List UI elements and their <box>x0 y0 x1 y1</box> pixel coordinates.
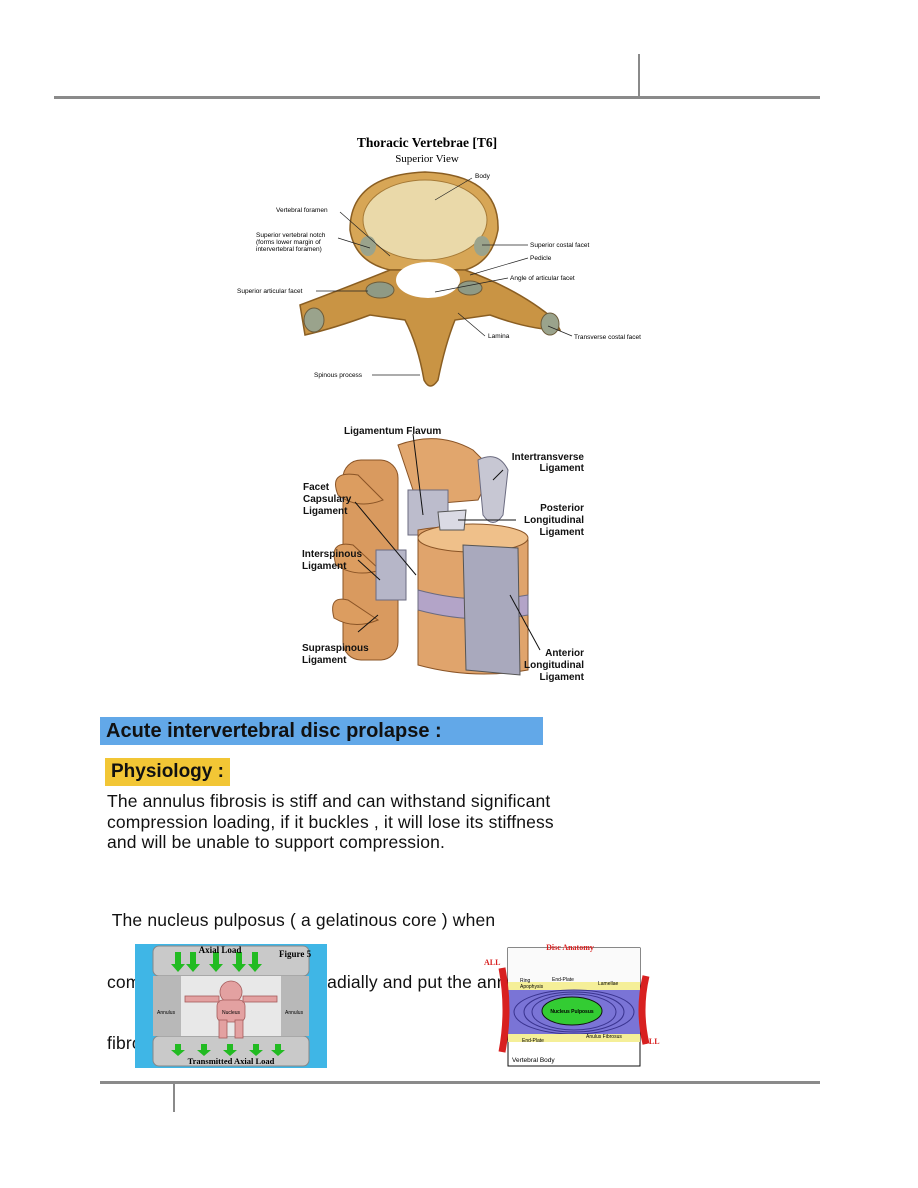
label-anterior-1: Anterior <box>545 648 584 659</box>
label-superior-notch-3: intervertebral foramen) <box>256 246 322 253</box>
label-interspinous-2: Ligament <box>302 561 347 572</box>
label-transverse-costal-facet: Transverse costal facet <box>574 334 641 341</box>
label-supraspinous-2: Ligament <box>302 655 347 666</box>
label-ligamentum-flavum: Ligamentum Flavum <box>344 426 441 437</box>
all-label: ALL <box>484 958 500 967</box>
label-posterior-1: Posterior <box>540 503 584 514</box>
annulus-left-label: Annulus <box>157 1010 176 1016</box>
vertebral-body-label: Vertebral Body <box>512 1057 555 1064</box>
endplate-bottom-label: End-Plate <box>522 1038 544 1044</box>
paragraph-annulus-line: The annulus fibrosis is stiff and can wi… <box>107 791 551 811</box>
header-divider <box>638 54 640 98</box>
section-heading: Acute intervertebral disc prolapse : <box>100 717 543 745</box>
label-anterior-2: Longitudinal <box>524 660 584 671</box>
paragraph-nucleus-line: The nucleus pulposus ( a gelatinous core… <box>107 910 496 930</box>
footer-divider <box>173 1084 175 1112</box>
label-facet-1: Facet <box>303 482 330 493</box>
physiology-subheading: Physiology : <box>105 758 230 786</box>
label-interspinous-1: Interspinous <box>302 549 362 560</box>
thoracic-vertebra-figure: Thoracic Vertebrae [T6] Superior View Bo… <box>237 135 641 387</box>
disc-anatomy-figure: Disc Anatomy ALL PLL Ring Apophysis End-… <box>484 943 660 1067</box>
ligament-leader-lines <box>354 433 541 651</box>
pll-label: PLL <box>644 1037 660 1046</box>
label-superior-costal-facet: Superior costal facet <box>530 242 589 249</box>
label-supraspinous-1: Supraspinous <box>302 643 369 654</box>
label-facet-2: Capsulary <box>303 494 352 505</box>
label-superior-notch-1: Superior vertebral notch <box>256 232 326 239</box>
label-pedicle: Pedicle <box>530 255 552 262</box>
vertebra-illustration <box>299 171 562 387</box>
annulus-right-label: Annulus <box>285 1010 304 1016</box>
disc-anatomy-title: Disc Anatomy <box>546 943 594 952</box>
nucleus-figure-illustration <box>184 980 278 1039</box>
label-anterior-3: Ligament <box>540 672 585 683</box>
label-lamina: Lamina <box>488 333 510 340</box>
vertebra-leader-lines <box>316 177 573 376</box>
axial-load-label: Axial Load <box>199 945 242 955</box>
figure-label: Figure 5 <box>279 949 312 959</box>
transmitted-load-label: Transmitted Axial Load <box>188 1056 275 1066</box>
axial-load-figure: Axial Load Figure 5 Nucleus Annulus Annu… <box>135 944 327 1068</box>
label-angle-articular-facet: Angle of articular facet <box>510 275 575 282</box>
paragraph-annulus: The annulus fibrosis is stiff and can wi… <box>107 791 727 853</box>
label-intertransverse-1: Intertransverse <box>512 452 585 463</box>
spinal-ligaments-figure: Ligamentum Flavum Intertransverse Ligame… <box>302 426 585 683</box>
ring-apophysis-label-1: Ring <box>520 978 531 984</box>
label-posterior-2: Longitudinal <box>524 515 584 526</box>
paragraph-annulus-line: and will be unable to support compressio… <box>107 832 446 852</box>
ligaments-illustration <box>332 438 529 676</box>
label-facet-3: Ligament <box>303 506 348 517</box>
endplate-top-label: End-Plate <box>552 977 574 983</box>
load-arrows <box>171 952 285 1056</box>
anulus-fibrosus-label: Anulus Fibrosus <box>586 1034 622 1040</box>
label-vertebral-foramen: Vertebral foramen <box>276 207 328 214</box>
vertebra-title: Thoracic Vertebrae [T6] <box>357 135 497 150</box>
label-posterior-3: Ligament <box>540 527 585 538</box>
header-rule <box>54 96 820 99</box>
label-superior-notch-2: (forms lower margin of <box>256 239 321 246</box>
vertebra-subtitle: Superior View <box>395 153 459 165</box>
paragraph-annulus-line: compression loading, if it buckles , it … <box>107 811 554 832</box>
label-superior-articular-facet: Superior articular facet <box>237 288 303 295</box>
label-body: Body <box>475 173 491 180</box>
label-spinous-process: Spinous process <box>314 372 363 379</box>
label-intertransverse-2: Ligament <box>540 463 585 474</box>
lamellae-label: Lamellae <box>598 981 619 987</box>
nucleus-pulposus-label: Nucleus Pulposus <box>550 1009 594 1015</box>
footer-rule <box>100 1081 820 1084</box>
ring-apophysis-label-2: Apophysis <box>520 984 544 990</box>
nucleus-label: Nucleus <box>222 1010 241 1016</box>
